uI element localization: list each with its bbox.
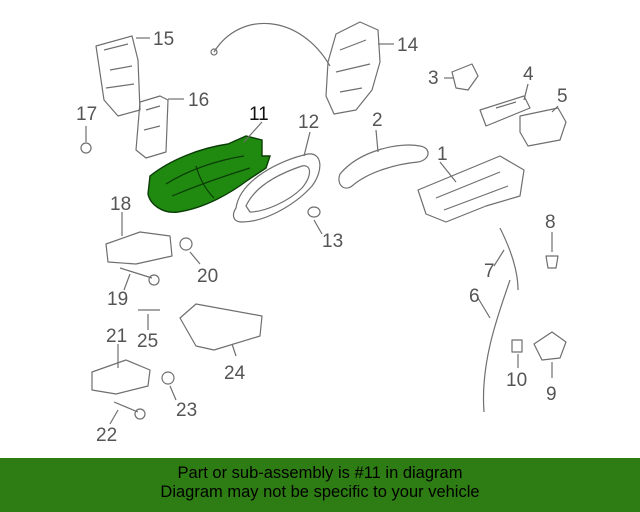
callout-14: 14 bbox=[397, 35, 419, 56]
callout-13: 13 bbox=[322, 231, 343, 252]
callout-7: 7 bbox=[484, 261, 495, 282]
callout-6: 6 bbox=[469, 286, 480, 307]
part-10-bolt bbox=[511, 339, 523, 353]
part-6-rod bbox=[482, 279, 511, 413]
callout-17: 17 bbox=[76, 104, 97, 125]
parts-diagram: 15 16 17 11 12 14 3 4 5 2 1 13 8 7 6 10 … bbox=[76, 21, 568, 446]
part-8-clip bbox=[545, 255, 559, 269]
callout-21: 21 bbox=[106, 326, 127, 347]
part-7-rod bbox=[499, 227, 519, 291]
part-21-hinge bbox=[91, 359, 151, 395]
part-16-plate bbox=[135, 95, 169, 159]
callout-23: 23 bbox=[176, 400, 197, 421]
part-5-bracket bbox=[519, 107, 567, 147]
part-12-bezel bbox=[232, 153, 321, 223]
callout-10: 10 bbox=[506, 370, 527, 391]
part-18-hinge bbox=[105, 231, 173, 265]
banner-line-1: Part or sub-assembly is #11 in diagram bbox=[177, 464, 463, 482]
part-23-washer bbox=[161, 371, 175, 385]
part-2-handle bbox=[338, 144, 429, 189]
callout-4: 4 bbox=[523, 64, 534, 85]
part-11-handle-highlighted bbox=[147, 135, 271, 213]
info-banner: Part or sub-assembly is #11 in diagram D… bbox=[0, 458, 640, 512]
callout-19: 19 bbox=[107, 289, 128, 310]
part-20-washer bbox=[179, 237, 193, 251]
callout-1: 1 bbox=[437, 144, 448, 165]
callout-15: 15 bbox=[153, 29, 174, 50]
callout-8: 8 bbox=[545, 212, 556, 233]
part-13-clip bbox=[307, 206, 321, 218]
part-14-latch bbox=[210, 21, 381, 115]
callout-22: 22 bbox=[96, 425, 117, 446]
leader-lines bbox=[109, 37, 559, 425]
part-15-bracket bbox=[95, 35, 141, 117]
part-1-frame bbox=[417, 155, 525, 223]
callout-25: 25 bbox=[137, 331, 158, 352]
callout-11: 11 bbox=[249, 104, 269, 125]
callout-24: 24 bbox=[224, 363, 246, 384]
callout-20: 20 bbox=[197, 266, 218, 287]
callout-16: 16 bbox=[188, 90, 209, 111]
banner-line-2: Diagram may not be specific to your vehi… bbox=[160, 483, 480, 501]
part-3-bezel bbox=[451, 63, 479, 91]
callout-5: 5 bbox=[557, 86, 568, 107]
part-19-bolt bbox=[119, 267, 160, 286]
callout-2: 2 bbox=[372, 110, 383, 131]
callout-9: 9 bbox=[546, 384, 557, 405]
callout-18: 18 bbox=[110, 194, 131, 215]
part-22-bolt bbox=[113, 401, 146, 420]
callout-12: 12 bbox=[298, 112, 319, 133]
part-9-bracket bbox=[533, 331, 567, 361]
part-24-check bbox=[179, 303, 263, 351]
part-17-screw bbox=[80, 126, 92, 154]
callout-3: 3 bbox=[428, 68, 439, 89]
part-4-bezel bbox=[479, 95, 531, 127]
